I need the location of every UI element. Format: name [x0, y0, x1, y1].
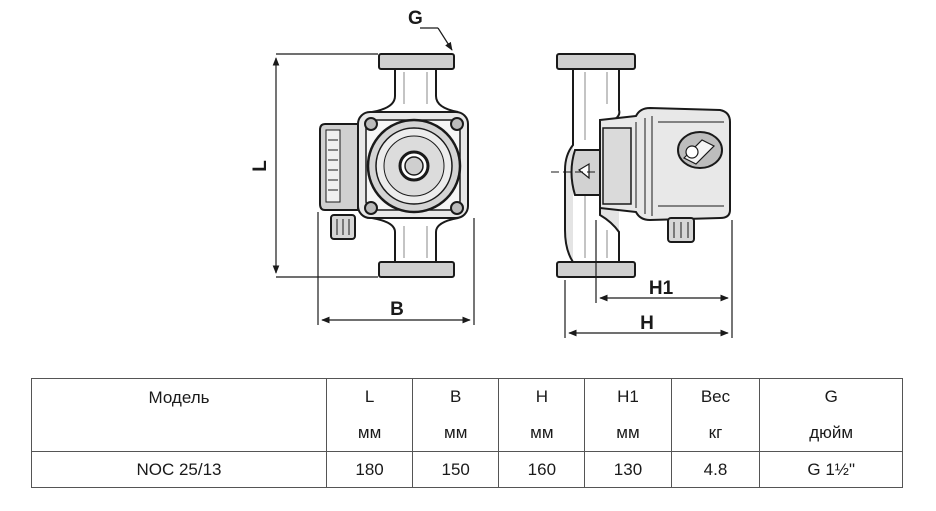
model-header-cell: Модель: [31, 378, 327, 452]
header-l: L: [325, 378, 414, 415]
table-unit-row: мм мм мм мм кг дюйм: [32, 415, 903, 452]
unit-l: мм: [325, 415, 414, 452]
side-dimensions: [564, 220, 733, 338]
label-l: L: [250, 160, 271, 172]
unit-h: мм: [498, 415, 586, 452]
front-dimensions: [272, 27, 475, 325]
label-h1: H1: [649, 278, 674, 299]
unit-b: мм: [412, 415, 500, 452]
unit-h1: мм: [584, 415, 672, 452]
header-weight: Вес: [670, 378, 761, 415]
bolt: [364, 201, 378, 215]
front-view: [319, 53, 469, 278]
cell-h1: 130: [584, 451, 672, 488]
header-g: G: [759, 378, 903, 415]
header-b: B: [412, 378, 500, 415]
bottom-pipe: [371, 217, 459, 262]
bolt: [450, 117, 464, 131]
unit-g: дюйм: [759, 415, 903, 452]
cell-g: G 1½": [759, 451, 903, 488]
pump-dimension-drawing: G L B H1 H: [250, 8, 733, 338]
cell-model: NOC 25/13: [31, 451, 327, 488]
label-b: B: [390, 299, 404, 320]
cell-h: 160: [498, 451, 586, 488]
bottom-flange: [378, 261, 455, 278]
side-view: [551, 53, 731, 278]
bolt: [450, 201, 464, 215]
specification-table: Модель L B H H1 Вес G мм мм мм мм кг дюй…: [31, 378, 903, 488]
header-h1: H1: [584, 378, 672, 415]
table-header-row: Модель L B H H1 Вес G: [31, 378, 903, 452]
side-top-flange: [556, 53, 636, 70]
cell-l: 180: [325, 451, 414, 488]
cell-weight: 4.8: [670, 451, 761, 488]
cell-b: 150: [412, 451, 500, 488]
label-h: H: [640, 313, 654, 334]
top-pipe: [371, 69, 459, 113]
label-g: G: [408, 8, 423, 29]
table-row: NOC 25/13 180 150 160 130 4.8 G 1½": [31, 451, 903, 488]
top-flange: [378, 53, 455, 70]
unit-weight: кг: [670, 415, 761, 452]
header-h: H: [498, 378, 586, 415]
bolt: [364, 117, 378, 131]
